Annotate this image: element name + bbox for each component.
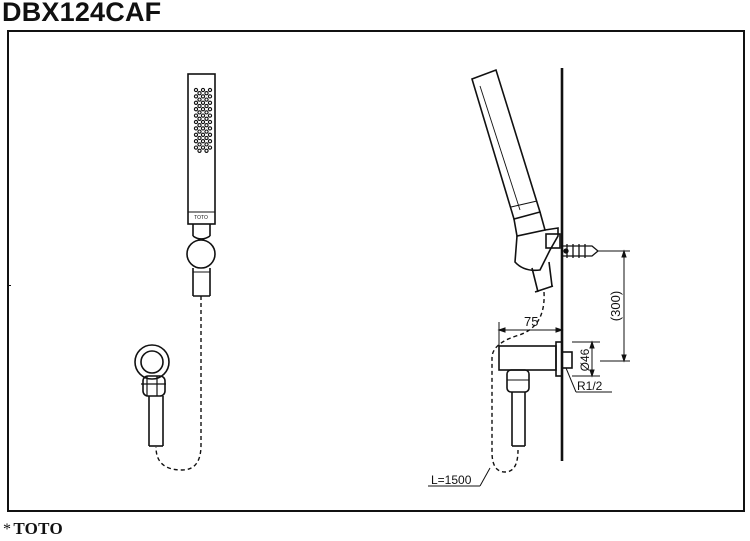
dimension-75 bbox=[497, 322, 564, 346]
spray-hole bbox=[204, 148, 209, 153]
spray-hole bbox=[207, 100, 213, 105]
label-diameter: Ø46 bbox=[578, 348, 592, 371]
side-hose-straight bbox=[511, 392, 526, 446]
handle-logo: TOTO bbox=[194, 215, 208, 221]
label-hose-length: L=1500 bbox=[431, 473, 472, 487]
spray-hole bbox=[207, 126, 213, 131]
spray-hole bbox=[200, 132, 206, 137]
spray-hole bbox=[204, 123, 209, 128]
spray-hole bbox=[193, 113, 199, 118]
dimension-300 bbox=[598, 249, 630, 363]
spray-holes bbox=[193, 87, 213, 153]
spray-hole bbox=[204, 142, 209, 147]
outlet-thread bbox=[561, 351, 573, 369]
spray-hole bbox=[200, 100, 206, 105]
spray-hole bbox=[204, 103, 209, 109]
spray-hole bbox=[204, 91, 209, 96]
spray-hole bbox=[204, 116, 209, 121]
spray-hole bbox=[200, 94, 206, 99]
front-hose-straight bbox=[148, 396, 164, 446]
outlet-arm bbox=[498, 345, 557, 371]
margin-tick bbox=[7, 285, 11, 286]
spray-hole bbox=[197, 97, 202, 102]
front-outlet-ring bbox=[134, 344, 170, 380]
front-hose-stub bbox=[192, 268, 211, 296]
spray-hole bbox=[207, 94, 213, 99]
wall-anchor-screw bbox=[562, 244, 600, 258]
spray-hole bbox=[204, 129, 209, 134]
front-shower-handle bbox=[187, 73, 216, 225]
spray-hole bbox=[193, 87, 199, 93]
spray-hole bbox=[193, 119, 199, 125]
spray-hole bbox=[197, 135, 202, 141]
spray-hole bbox=[207, 107, 213, 112]
spray-hole bbox=[197, 91, 202, 96]
model-title: DBX124CAF bbox=[2, 0, 162, 27]
spray-hole bbox=[207, 139, 213, 144]
spray-hole bbox=[207, 132, 213, 137]
spray-hole bbox=[197, 110, 202, 115]
spray-hole bbox=[207, 113, 213, 118]
spray-hole bbox=[200, 107, 206, 112]
side-hand-shower bbox=[471, 68, 561, 293]
spray-hole bbox=[204, 97, 209, 102]
brand-star: * bbox=[3, 521, 12, 538]
brand-footer: *TOTO bbox=[3, 519, 63, 539]
spray-hole bbox=[200, 139, 206, 144]
spray-hole bbox=[200, 126, 206, 131]
spray-hole bbox=[200, 119, 206, 125]
brand-name: TOTO bbox=[13, 519, 64, 538]
spray-hole bbox=[193, 107, 199, 112]
spray-hole bbox=[197, 142, 202, 147]
spray-hole bbox=[193, 126, 199, 131]
front-hose-dashed bbox=[155, 296, 202, 471]
spray-hole bbox=[207, 87, 213, 93]
spray-hole bbox=[197, 116, 202, 121]
front-holder-circle bbox=[186, 239, 216, 269]
spray-hole bbox=[200, 113, 206, 118]
spray-hole bbox=[200, 145, 206, 150]
thread-leader bbox=[565, 367, 612, 393]
spray-hole bbox=[193, 145, 199, 150]
spray-hole bbox=[204, 135, 209, 141]
label-mount-height: (300) bbox=[608, 291, 623, 321]
spray-hole bbox=[193, 100, 199, 105]
front-hand-shower bbox=[186, 73, 216, 297]
spray-hole bbox=[200, 87, 206, 93]
spray-hole bbox=[197, 103, 202, 109]
spray-hole bbox=[197, 148, 202, 153]
label-thread: R1/2 bbox=[577, 379, 603, 393]
dimension-diameter bbox=[572, 340, 600, 378]
spray-hole bbox=[193, 94, 199, 99]
drawing-frame bbox=[7, 30, 745, 512]
side-wall-outlet bbox=[498, 341, 573, 447]
hose-length-leader bbox=[428, 467, 491, 487]
spray-hole bbox=[207, 145, 213, 150]
side-hose-dashed bbox=[491, 291, 545, 473]
spray-hole bbox=[193, 139, 199, 144]
spray-hole bbox=[197, 123, 202, 128]
front-wall-outlet bbox=[134, 344, 170, 447]
spray-hole bbox=[193, 132, 199, 137]
spray-hole bbox=[207, 119, 213, 125]
spray-hole bbox=[197, 129, 202, 134]
spray-hole bbox=[204, 110, 209, 115]
label-projection: 75 bbox=[524, 314, 538, 329]
